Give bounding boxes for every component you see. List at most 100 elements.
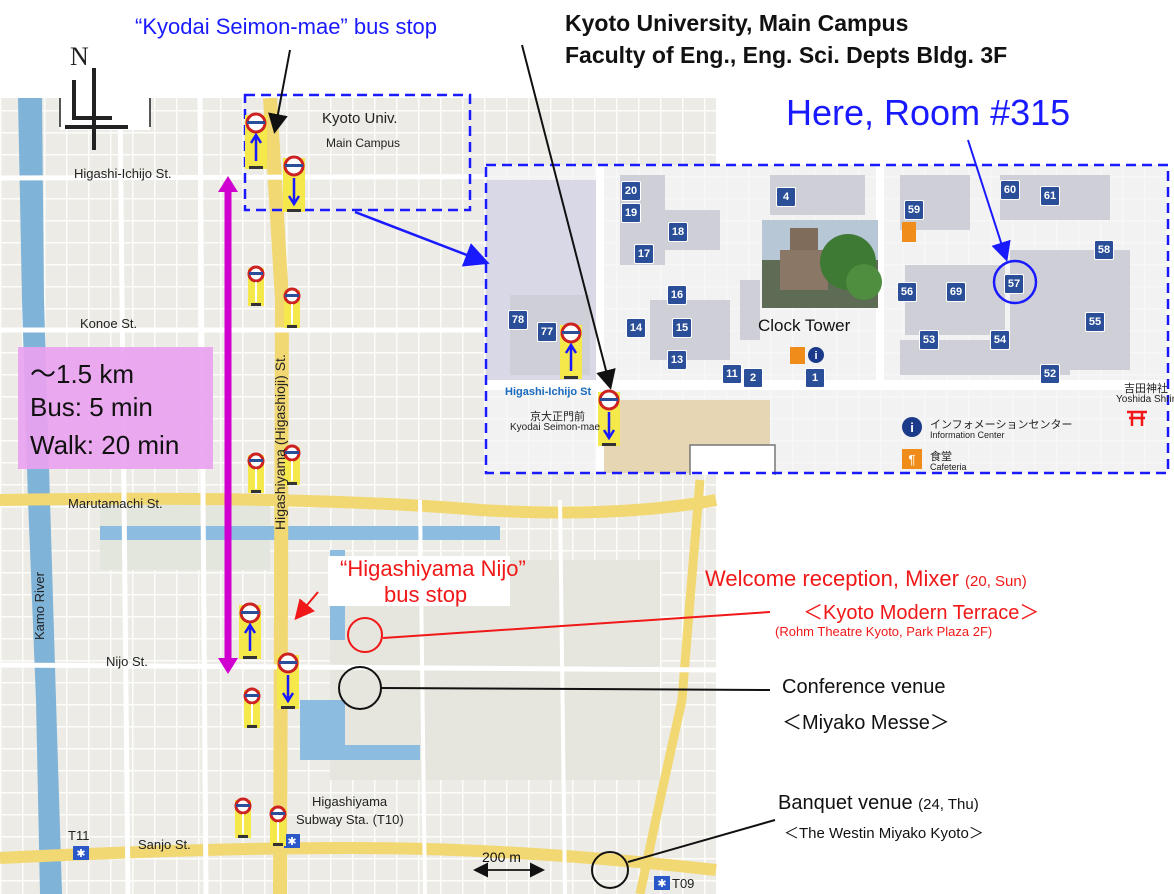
kyodai-stop-arrow-2 <box>521 44 616 390</box>
nijo-stop-label-2: bus stop <box>384 582 468 607</box>
building-60: 60 <box>1000 180 1020 200</box>
street-marutamachi: Marutamachi St. <box>68 496 163 511</box>
street-nijo: Nijo St. <box>106 654 148 669</box>
kamo-river-label: Kamo River <box>32 572 47 640</box>
building-1: 1 <box>805 368 825 388</box>
seimon-jp: 京大正門前 <box>530 411 585 423</box>
banquet-label: Banquet venue (24, Thu) <box>778 792 979 814</box>
subway-t10-icon: ✱ <box>284 834 300 848</box>
subway-t11-label: T11 <box>68 828 90 843</box>
svg-text:i: i <box>814 350 817 362</box>
building-54: 54 <box>990 330 1010 350</box>
distance-arrow <box>218 176 238 674</box>
distance-box <box>18 347 213 469</box>
building-19: 19 <box>621 203 641 223</box>
info-legend-icon: i <box>902 417 922 437</box>
shrine-icon <box>1127 410 1147 426</box>
reception-detail: (Rohm Theatre Kyoto, Park Plaza 2F) <box>775 624 993 639</box>
seimon-en: Kyodai Seimon-mae <box>510 422 601 433</box>
reception-line <box>382 611 771 639</box>
building-4: 4 <box>776 187 796 207</box>
building-15: 15 <box>672 318 692 338</box>
reception-place: ＜Kyoto Modern Terrace＞ <box>803 602 1040 624</box>
building-16: 16 <box>667 285 687 305</box>
bus-stop-icon <box>247 452 265 493</box>
scale-label: 200 m <box>482 849 521 865</box>
building-57: 57 <box>1004 274 1024 294</box>
building-55: 55 <box>1085 312 1105 332</box>
room-315-circle <box>992 259 1038 305</box>
subway-station-2: Subway Sta. (T10) <box>296 812 404 827</box>
subway-t11-icon: ✱ <box>73 846 89 860</box>
bus-stop-icon <box>283 155 305 212</box>
distance-bus: Bus: 5 min <box>30 392 153 422</box>
reception-label: Welcome reception, Mixer (20, Sun) <box>705 566 1027 591</box>
svg-text:¶: ¶ <box>909 452 916 467</box>
bus-stop-icon <box>243 687 261 728</box>
compass <box>59 68 151 150</box>
svg-text:✱: ✱ <box>76 848 85 860</box>
building-61: 61 <box>1040 186 1060 206</box>
campus-panel-frame <box>484 163 1170 475</box>
subway-t09-label: T09 <box>672 876 695 891</box>
building-17: 17 <box>634 244 654 264</box>
marutamachi-street <box>0 492 718 519</box>
cafe-jp: 食堂 <box>930 451 952 463</box>
nijo-stop-label-1: “Higashiyama Nijo” <box>340 556 526 581</box>
banquet-place: ＜The Westin Miyako Kyoto＞ <box>784 825 984 842</box>
building-18: 18 <box>668 222 688 242</box>
cafe-en: Cafeteria <box>930 462 967 472</box>
kyoto-univ-sub: Main Campus <box>326 136 401 150</box>
header-title-1: Kyoto University, Main Campus <box>565 10 909 36</box>
banquet-line <box>627 819 776 863</box>
distance-walk: Walk: 20 min <box>30 430 180 460</box>
sanjo-street <box>0 841 717 876</box>
bus-stop-icon <box>283 444 301 485</box>
building-53: 53 <box>919 330 939 350</box>
kyodai-stop-arrow-1 <box>268 49 291 134</box>
bus-stop-icon <box>598 389 620 446</box>
info-jp: インフォメーションセンター <box>930 419 1073 431</box>
street-sanjo: Sanjo St. <box>138 837 191 852</box>
building-56: 56 <box>897 282 917 302</box>
bus-stop-icon <box>560 322 582 379</box>
conference-label: Conference venue <box>782 676 946 698</box>
yoshida-jp: 吉田神社 <box>1124 383 1168 395</box>
kyoto-univ-box <box>243 93 472 212</box>
conference-place: ＜Miyako Messe＞ <box>782 712 950 734</box>
building-52: 52 <box>1040 364 1060 384</box>
header-title-2: Faculty of Eng., Eng. Sci. Depts Bldg. 3… <box>565 42 1008 68</box>
svg-text:✱: ✱ <box>287 836 296 848</box>
bus-stop-icon <box>245 112 267 169</box>
street-konoe: Konoe St. <box>80 316 138 331</box>
subway-t09-icon: ✱ <box>654 876 670 890</box>
subway-station-1: Higashiyama <box>312 794 388 809</box>
yoshida-en: Yoshida Shrine <box>1116 394 1174 405</box>
building-2: 2 <box>743 368 763 388</box>
clock-tower-label: Clock Tower <box>758 316 851 335</box>
cafe-map-icon-2 <box>902 222 916 242</box>
building-14: 14 <box>626 318 646 338</box>
svg-text:i: i <box>910 420 914 435</box>
info-map-icon: i <box>808 347 824 363</box>
room-pointer <box>967 139 1011 262</box>
cafe-legend-icon: ¶ <box>902 449 922 469</box>
conference-line <box>380 687 771 691</box>
banquet-marker <box>591 851 629 889</box>
bus-stop-icon <box>247 265 265 306</box>
kyodai-stop-label: “Kyodai Seimon-mae” bus stop <box>135 14 438 39</box>
nijo-stop-arrow <box>294 591 319 621</box>
bus-stop-icon <box>283 287 301 328</box>
building-59: 59 <box>904 200 924 220</box>
svg-text:✱: ✱ <box>657 878 666 890</box>
cafe-map-icon <box>790 347 805 364</box>
campus-higashi-ichijo: Higashi-Ichijo St <box>505 386 592 398</box>
north-label: N <box>70 42 89 71</box>
distance-km: ～1.5 km <box>30 359 135 389</box>
bus-stop-icon <box>277 652 299 709</box>
building-78: 78 <box>508 310 528 330</box>
info-en: Information Center <box>930 430 1005 440</box>
reception-marker <box>347 617 383 653</box>
